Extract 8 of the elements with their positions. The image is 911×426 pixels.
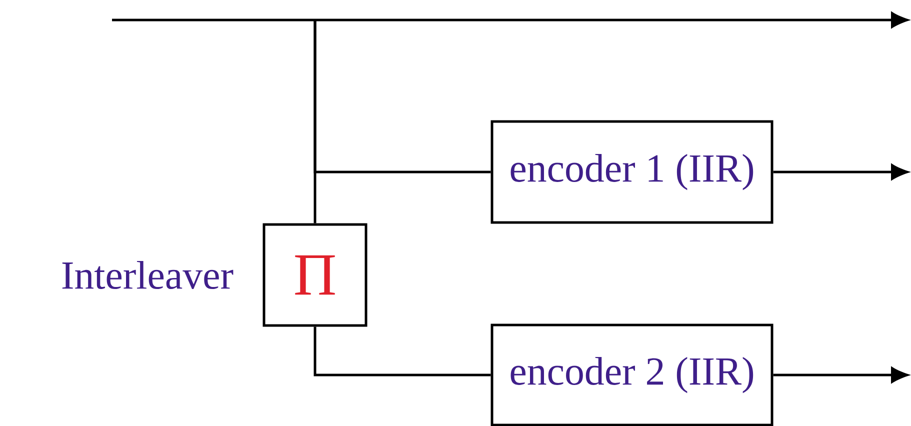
encoder-box: encoder 2 (IIR) [490,324,774,426]
encoder-box: encoder 1 (IIR) [490,120,774,224]
interleaver-box: Π [262,223,368,327]
arrow [773,164,908,180]
arrow [773,367,908,383]
caption-text: Interleaver [62,261,234,290]
connector-line [314,326,491,376]
connector-line [314,20,316,224]
